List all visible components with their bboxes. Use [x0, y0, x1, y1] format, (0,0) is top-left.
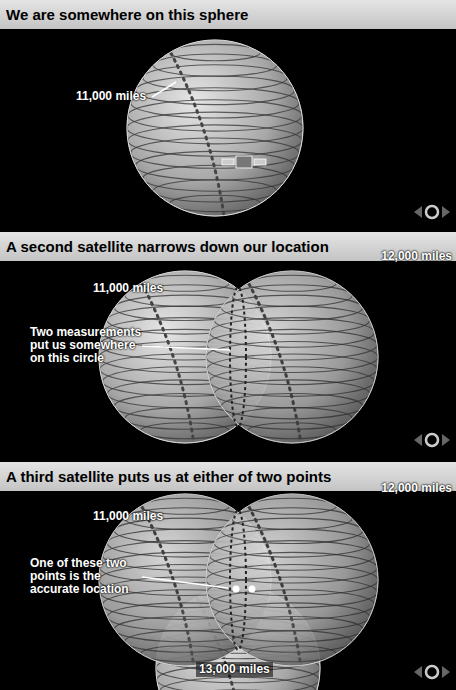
- distance-label: 13,000 miles: [196, 662, 273, 677]
- distance-label: Two measurements put us somewhere on thi…: [30, 326, 142, 365]
- panel-heading: We are somewhere on this sphere: [0, 0, 456, 29]
- distance-label: One of these two points is the accurate …: [30, 557, 142, 596]
- satellite-icon: [222, 156, 266, 168]
- distance-label: 12,000 miles: [381, 250, 452, 263]
- intersection-circle: [230, 287, 246, 427]
- panel: We are somewhere on this sphere: [0, 0, 456, 230]
- distance-label: 11,000 miles: [93, 282, 163, 295]
- range-sphere: [127, 40, 303, 216]
- distance-label: 11,000 miles: [76, 90, 146, 103]
- location-points: [233, 586, 256, 593]
- intersection-circle: [230, 510, 246, 650]
- range-sphere: [206, 271, 378, 443]
- distance-label: 12,000 miles: [381, 482, 452, 495]
- range-sphere: [206, 494, 378, 666]
- replay-controls: [414, 206, 450, 678]
- distance-label: 11,000 miles: [93, 510, 163, 523]
